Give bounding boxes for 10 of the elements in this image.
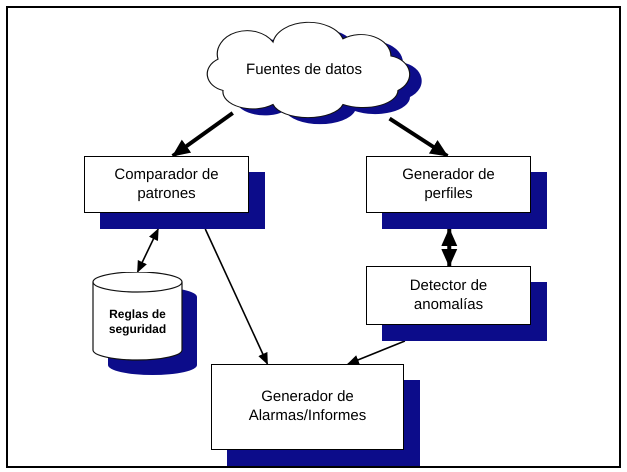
node-label: Generador de Alarmas/Informes xyxy=(248,388,368,426)
arrow xyxy=(346,340,406,365)
node-label: Fuentes de datos xyxy=(246,60,362,80)
arrow xyxy=(441,228,458,267)
arrow xyxy=(172,111,234,158)
arrow xyxy=(136,228,159,273)
node-label: Comparador de patrones xyxy=(113,166,220,204)
node-label: Detector de anomalías xyxy=(408,276,488,314)
arrow xyxy=(388,116,449,158)
node-label: Generador de perfiles xyxy=(401,166,496,204)
